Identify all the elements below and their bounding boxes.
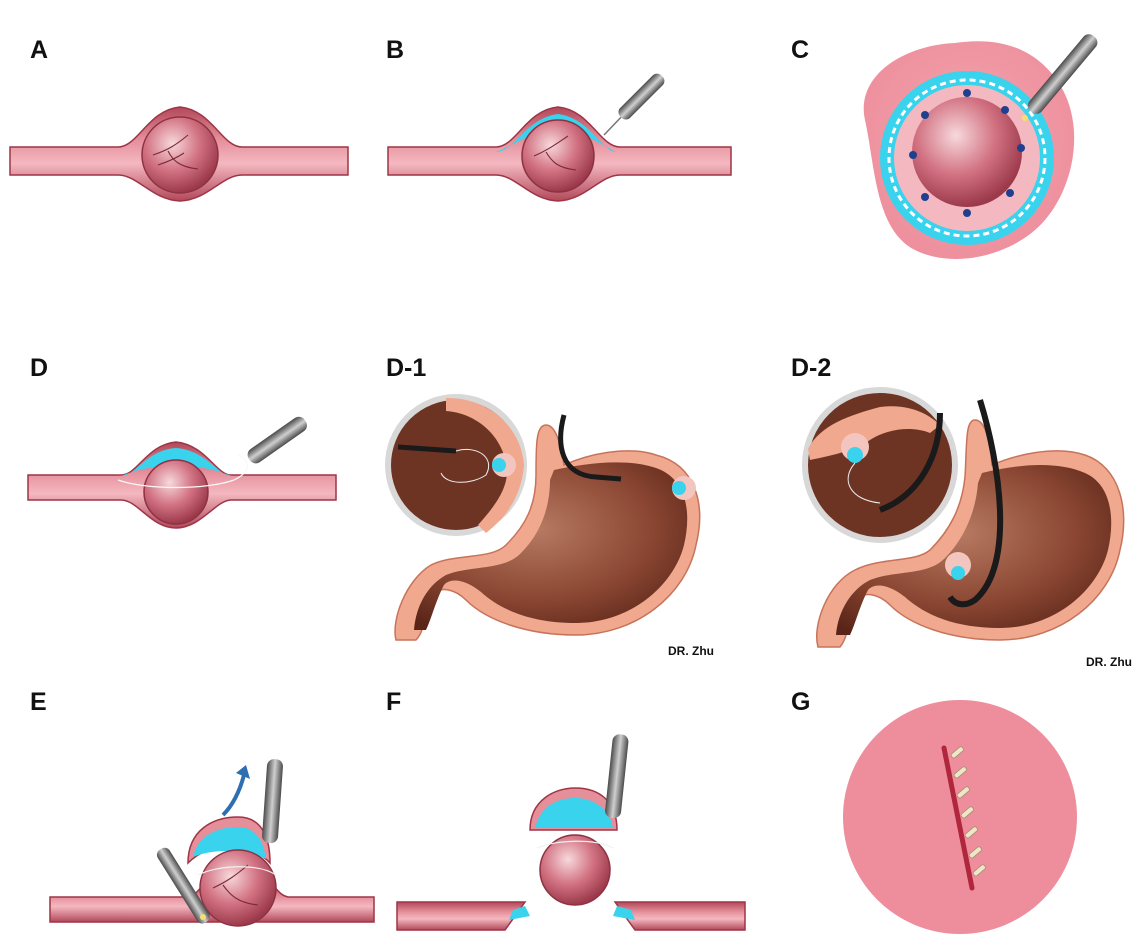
tumor <box>522 120 594 192</box>
lift-arrow-icon <box>223 775 244 815</box>
panel-label-e: E <box>30 690 47 715</box>
credit-d2: DR. Zhu <box>1086 656 1132 668</box>
marker-dot <box>1001 106 1009 114</box>
panel-label-a: A <box>30 38 48 63</box>
knife-tip <box>1022 115 1028 121</box>
lesion-injection <box>847 447 863 463</box>
marker-dot <box>921 111 929 119</box>
lesion-injection <box>951 566 965 580</box>
panel-d1-diagram <box>386 385 726 645</box>
gastric-wall <box>397 902 525 930</box>
injection-needle-icon <box>616 71 667 122</box>
panel-b-diagram <box>386 40 746 210</box>
gastric-wall <box>615 902 745 930</box>
marker-dot <box>1017 144 1025 152</box>
knife-tip <box>200 914 206 920</box>
marker-dot <box>963 209 971 217</box>
panel-label-d2: D-2 <box>791 356 831 381</box>
marker-dot <box>921 193 929 201</box>
panel-label-d1: D-1 <box>386 356 426 381</box>
panel-g-diagram <box>840 700 1080 935</box>
credit-d1: DR. Zhu <box>668 645 714 657</box>
snare-device-icon <box>604 734 629 819</box>
panel-a-diagram <box>8 95 353 205</box>
tumor <box>200 850 276 926</box>
marker-dot <box>963 89 971 97</box>
panel-c-diagram <box>845 15 1130 275</box>
tumor <box>144 460 208 524</box>
tumor <box>540 835 610 905</box>
lesion-injection <box>672 481 686 495</box>
panel-d-diagram <box>26 400 341 550</box>
panel-e-diagram <box>48 745 378 930</box>
panel-label-c: C <box>791 38 809 63</box>
marker-dot <box>1006 189 1014 197</box>
lesion-injection <box>492 458 506 472</box>
marker-dot <box>909 151 917 159</box>
snare-device-icon <box>245 414 310 466</box>
snare-device-icon <box>262 759 284 844</box>
panel-d2-diagram <box>800 385 1130 655</box>
panel-f-diagram <box>395 730 750 930</box>
panel-label-g: G <box>791 690 810 715</box>
panel-label-f: F <box>386 690 401 715</box>
panel-label-d: D <box>30 356 48 381</box>
